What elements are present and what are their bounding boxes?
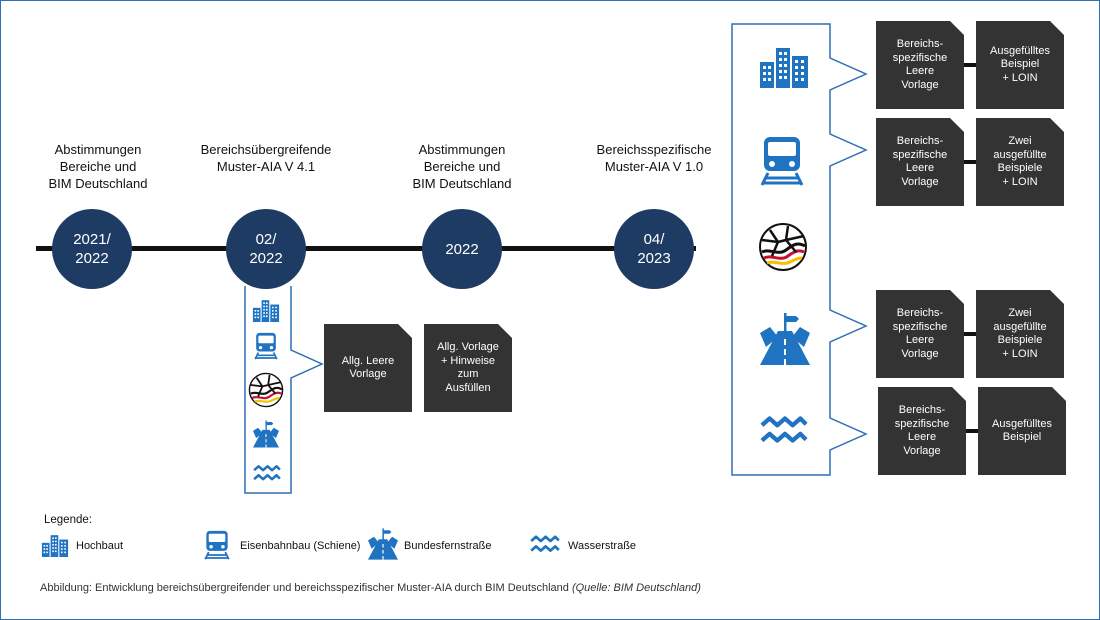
figure-caption: Abbildung: Entwicklung bereichsübergreif… (40, 582, 701, 594)
building-example-doc: Ausgefülltes Beispiel + LOIN (976, 21, 1064, 109)
milestone-label-4: Bereichsspezifische Muster-AIA V 1.0 (596, 142, 712, 174)
highway-example-doc: Zwei ausgefüllte Beispiele + LOIN (976, 290, 1064, 378)
highway-icon (368, 528, 398, 560)
connector (964, 160, 976, 164)
waterway-example-doc: Ausgefülltes Beispiel (978, 387, 1066, 475)
railway-example-doc: Zwei ausgefüllte Beispiele + LOIN (976, 118, 1064, 206)
waves-icon (760, 412, 808, 448)
timeline-line (36, 246, 696, 251)
connector (964, 332, 976, 336)
legend-item-eisenbahnbau: Eisenbahnbau (Schiene) (240, 540, 361, 552)
legend-title: Legende: (44, 514, 92, 526)
highway-template-doc: Bereichs- spezifische Leere Vorlage (876, 290, 964, 378)
building-icon (250, 298, 282, 322)
connector (964, 63, 976, 67)
general-sectors-bracket (244, 286, 324, 494)
milestone-label-1: Abstimmungen Bereiche und BIM Deutschlan… (48, 142, 148, 191)
milestone-circle-04-2023: 04/ 2023 (614, 209, 694, 289)
milestone-circle-2022: 2022 (422, 209, 502, 289)
specific-sectors-bracket (731, 23, 868, 476)
caption-text: Abbildung: Entwicklung bereichsübergreif… (40, 582, 572, 594)
legend-item-hochbau: Hochbaut (76, 540, 124, 552)
train-icon (204, 530, 230, 560)
connector (966, 429, 978, 433)
milestone-circle-2021-2022: 2021/ 2022 (52, 209, 132, 289)
general-empty-template-doc: Allg. Leere Vorlage (324, 324, 412, 412)
building-icon (40, 533, 70, 557)
milestone-label-3: Abstimmungen Bereiche und BIM Deutschlan… (412, 142, 512, 191)
milestone-circle-02-2022: 02/ 2022 (226, 209, 306, 289)
highway-icon (760, 312, 810, 366)
waves-icon (530, 534, 560, 554)
caption-source: (Quelle: BIM Deutschland) (571, 582, 701, 594)
building-template-doc: Bereichs- spezifische Leere Vorlage (876, 21, 964, 109)
waves-icon (253, 464, 281, 482)
building-icon (760, 44, 808, 88)
combined-circle-icon (758, 222, 808, 272)
waterway-template-doc: Bereichs- spezifische Leere Vorlage (878, 387, 966, 475)
combined-circle-icon (248, 372, 284, 408)
highway-icon (253, 420, 279, 448)
legend-item-bundesfernstrasse: Bundesfernstraße (404, 540, 492, 552)
general-template-guidance-doc: Allg. Vorlage + Hinweise zum Ausfüllen (424, 324, 512, 412)
train-icon (760, 130, 804, 192)
train-icon (254, 332, 278, 360)
railway-template-doc: Bereichs- spezifische Leere Vorlage (876, 118, 964, 206)
milestone-label-2: Bereichsübergreifende Muster-AIA V 4.1 (200, 142, 332, 174)
legend-item-wasserstrasse: Wasserstraße (568, 540, 637, 552)
